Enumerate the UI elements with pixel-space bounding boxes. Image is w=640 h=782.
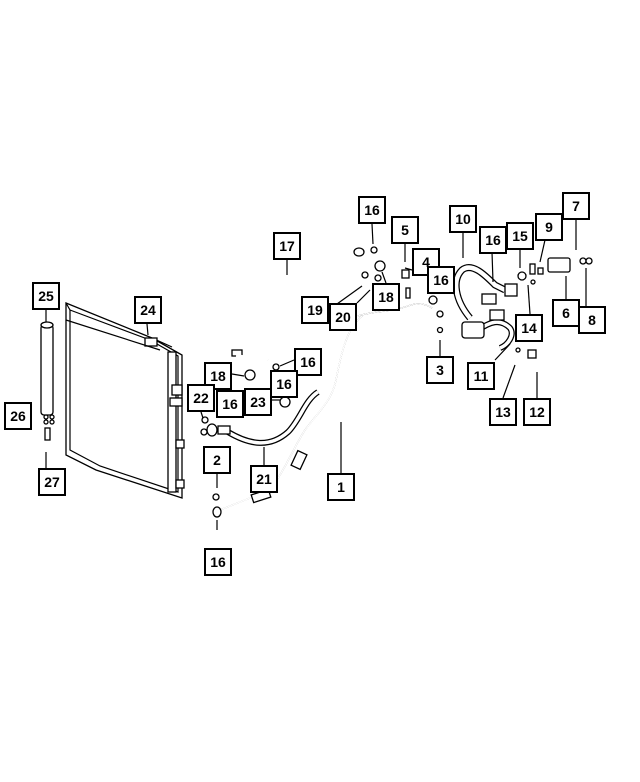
callout-5: 5 [391,216,419,244]
callout-24: 24 [134,296,162,324]
upper-fittings-drawing [361,246,444,334]
callout-18-upper: 18 [372,283,400,311]
drier-oring-and-filter-drawing [43,414,55,441]
callout-8: 8 [578,306,606,334]
callout-12: 12 [523,398,551,426]
callout-11: 11 [467,362,495,390]
callout-27: 27 [38,468,66,496]
callout-15: 15 [506,222,534,250]
callout-1: 1 [327,473,355,501]
callout-16-top: 16 [358,196,386,224]
leader-lines [45,219,587,530]
callout-16-bottom: 16 [204,548,232,576]
callout-13: 13 [489,398,517,426]
callout-6: 6 [552,299,580,327]
hose-17-drawing [231,247,365,362]
callout-16-left: 16 [216,390,244,418]
callout-14: 14 [515,314,543,342]
callout-25: 25 [32,282,60,310]
callout-21: 21 [250,465,278,493]
callout-16-right: 16 [427,266,455,294]
callout-26: 26 [4,402,32,430]
condenser-drawing [65,302,185,499]
callout-16-mid: 16 [294,348,322,376]
callout-16-hose10: 16 [479,226,507,254]
hose-21-drawing [200,363,320,446]
callout-17: 17 [273,232,301,260]
callout-22: 22 [187,384,215,412]
callout-23: 23 [244,388,272,416]
callout-2: 2 [203,446,231,474]
callout-4: 4 [412,248,440,276]
hose-10-drawing [452,264,518,351]
callout-9: 9 [535,213,563,241]
callout-7: 7 [562,192,590,220]
receiver-drier-drawing [40,321,54,416]
callout-16-center: 16 [270,370,298,398]
callout-19: 19 [301,296,329,324]
callout-3: 3 [426,356,454,384]
callout-10: 10 [449,205,477,233]
callout-20: 20 [329,303,357,331]
right-fittings-drawing [515,257,593,359]
